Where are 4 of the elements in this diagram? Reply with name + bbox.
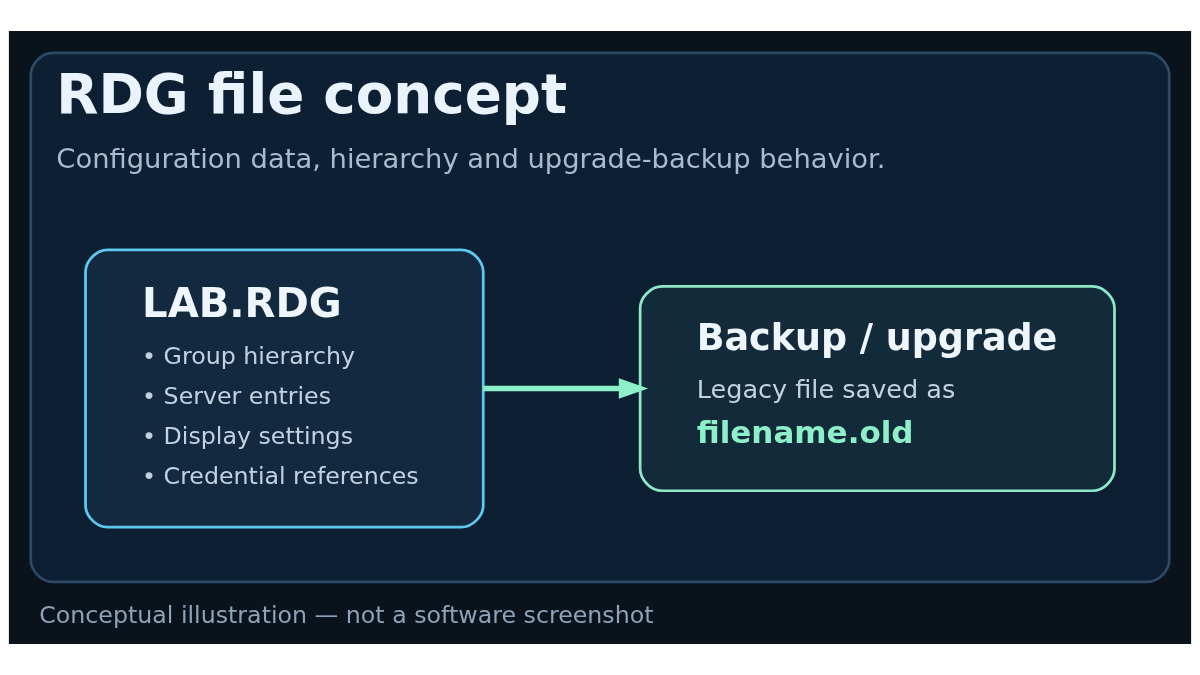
arrow — [483, 378, 649, 399]
caption: Conceptual illustration — not a software screenshot — [39, 600, 654, 629]
node-box: Backup / upgrade Legacy file saved as filename.old — [638, 285, 1116, 493]
node-box: LAB.RDG • Group hierarchy • Server entries • Display settings • Credential references — [84, 248, 485, 529]
